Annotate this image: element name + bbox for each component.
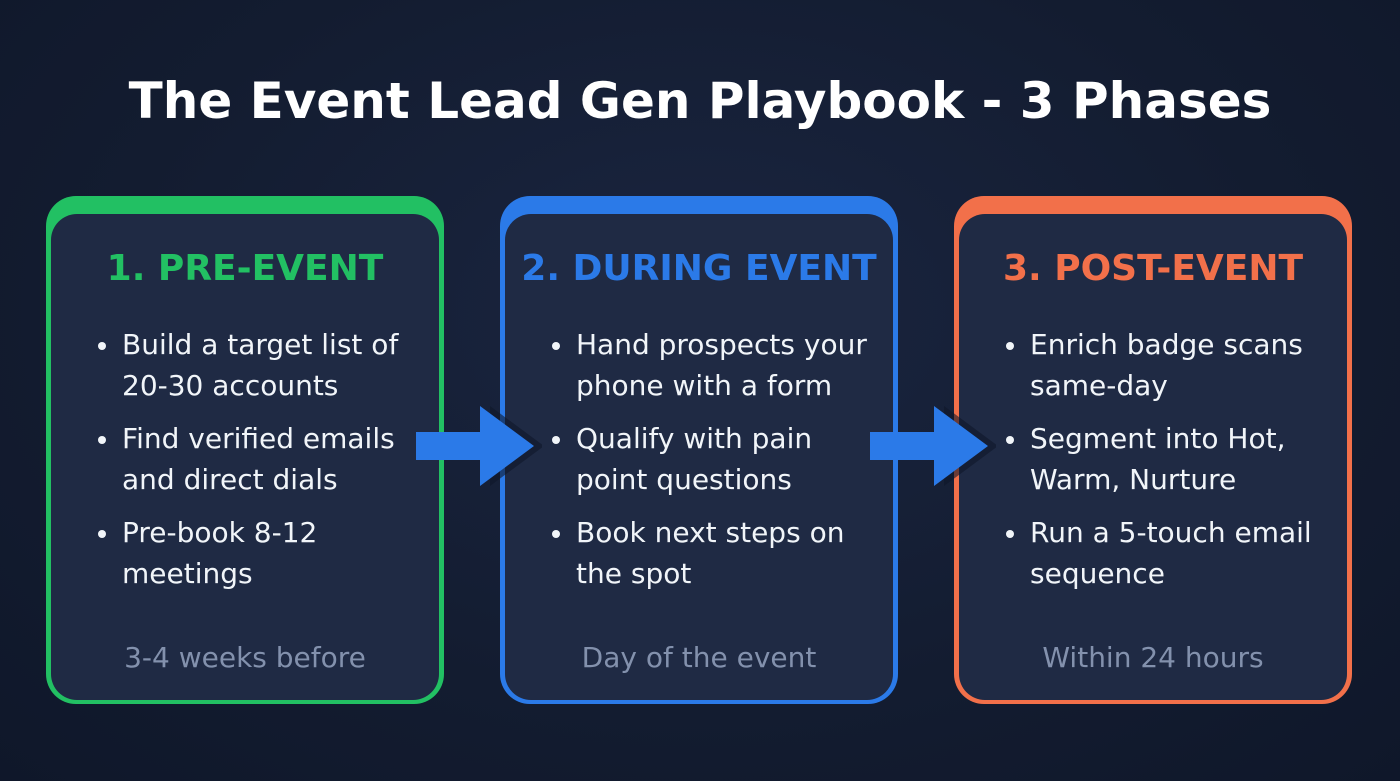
bullet-list: Enrich badge scans same-day Segment into… xyxy=(1004,324,1332,606)
phase-card-pre-event: 1. PRE-EVENT Build a target list of 20-3… xyxy=(46,196,444,704)
phase-timing: Within 24 hours xyxy=(1042,641,1264,674)
card-body xyxy=(959,214,1347,700)
bullet-item: Book next steps on the spot xyxy=(550,512,878,594)
phase-card-during-event: 2. DURING EVENT Hand prospects your phon… xyxy=(500,196,898,704)
phase-heading: 1. PRE-EVENT xyxy=(106,248,384,289)
bullet-item: Qualify with pain point questions xyxy=(550,418,878,500)
bullet-item: Pre-book 8-12 meetings xyxy=(96,512,424,594)
phase-heading: 3. POST-EVENT xyxy=(1002,248,1304,289)
bullet-item: Find verified emails and direct dials xyxy=(96,418,424,500)
bullet-list: Build a target list of 20-30 accounts Fi… xyxy=(96,324,424,606)
bullet-list: Hand prospects your phone with a form Qu… xyxy=(550,324,878,606)
card-body xyxy=(505,214,893,700)
phase-timing: 3-4 weeks before xyxy=(124,641,366,674)
bullet-item: Hand prospects your phone with a form xyxy=(550,324,878,406)
bullet-item: Run a 5-touch email sequence xyxy=(1004,512,1332,594)
phase-timing: Day of the event xyxy=(581,641,817,674)
arrow-right-icon xyxy=(416,406,542,486)
bullet-item: Build a target list of 20-30 accounts xyxy=(96,324,424,406)
bullet-item: Segment into Hot, Warm, Nurture xyxy=(1004,418,1332,500)
phase-card-post-event: 3. POST-EVENT Enrich badge scans same-da… xyxy=(954,196,1352,704)
phase-heading: 2. DURING EVENT xyxy=(521,248,877,289)
page-title: The Event Lead Gen Playbook - 3 Phases xyxy=(128,72,1272,130)
card-body xyxy=(51,214,439,700)
arrow-right-icon xyxy=(870,406,996,486)
bullet-item: Enrich badge scans same-day xyxy=(1004,324,1332,406)
